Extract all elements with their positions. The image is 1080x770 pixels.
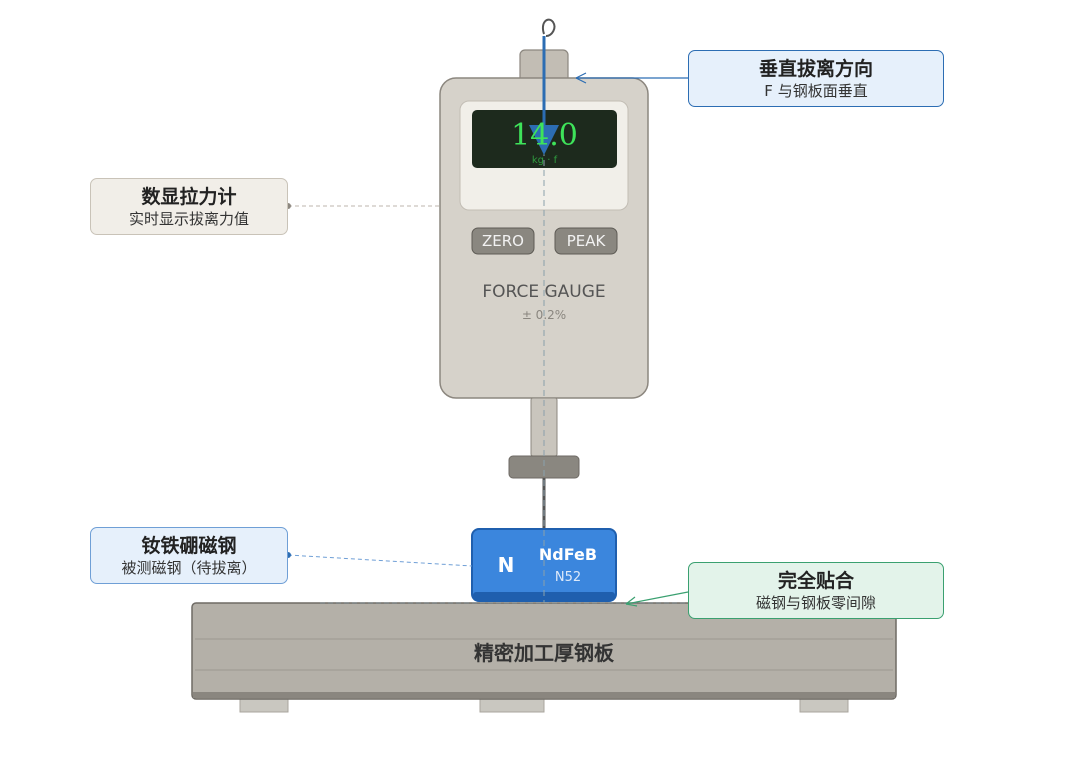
zero-button[interactable]: ZERO <box>482 232 524 250</box>
leader-fit <box>625 591 689 605</box>
callout-fit: 完全贴合 磁钢与钢板零间隙 <box>688 562 944 619</box>
callout-magnet-title: 钕铁硼磁钢 <box>141 534 237 557</box>
plate-foot-left <box>239 697 289 713</box>
gauge-accuracy: ± 0.2% <box>521 308 567 322</box>
callout-gauge-subtitle: 实时显示拔离力值 <box>128 209 249 228</box>
callout-direction-title: 垂直拔离方向 <box>758 57 873 80</box>
pull-direction-arrow <box>529 18 559 155</box>
gauge-shaft <box>530 397 558 457</box>
zero-button-shape[interactable] <box>471 227 535 255</box>
magnet-pole: N <box>497 553 515 577</box>
plate-label: 精密加工厚钢板 <box>474 641 614 665</box>
leader-fit-head <box>625 596 638 607</box>
callout-gauge-title: 数显拉力计 <box>141 185 237 208</box>
leader-direction-head <box>575 72 587 84</box>
magnet-grade: N52 <box>554 570 582 585</box>
gauge-name: FORCE GAUGE <box>482 282 606 302</box>
magnet-material: NdFeB <box>538 545 598 564</box>
lcd-reading: 14.0 <box>511 118 578 153</box>
callout-fit-subtitle: 磁钢与钢板零间隙 <box>755 593 876 612</box>
callout-fit-title: 完全贴合 <box>777 569 854 592</box>
callout-magnet: 钕铁硼磁钢 被测磁钢（待拔离） <box>90 527 288 584</box>
leader-magnet <box>287 554 473 567</box>
lcd-unit: kg · f <box>531 155 558 166</box>
peak-button-shape[interactable] <box>554 227 618 255</box>
plate-foot-center <box>479 697 545 713</box>
callout-direction: 垂直拔离方向 F 与钢板面垂直 <box>688 50 944 107</box>
peak-button[interactable]: PEAK <box>566 232 606 250</box>
plate-foot-right <box>799 697 849 713</box>
steel-plate <box>191 602 897 700</box>
callout-gauge: 数显拉力计 实时显示拔离力值 <box>90 178 288 235</box>
callout-direction-subtitle: F 与钢板面垂直 <box>764 81 868 100</box>
callout-magnet-subtitle: 被测磁钢（待拔离） <box>121 558 257 577</box>
